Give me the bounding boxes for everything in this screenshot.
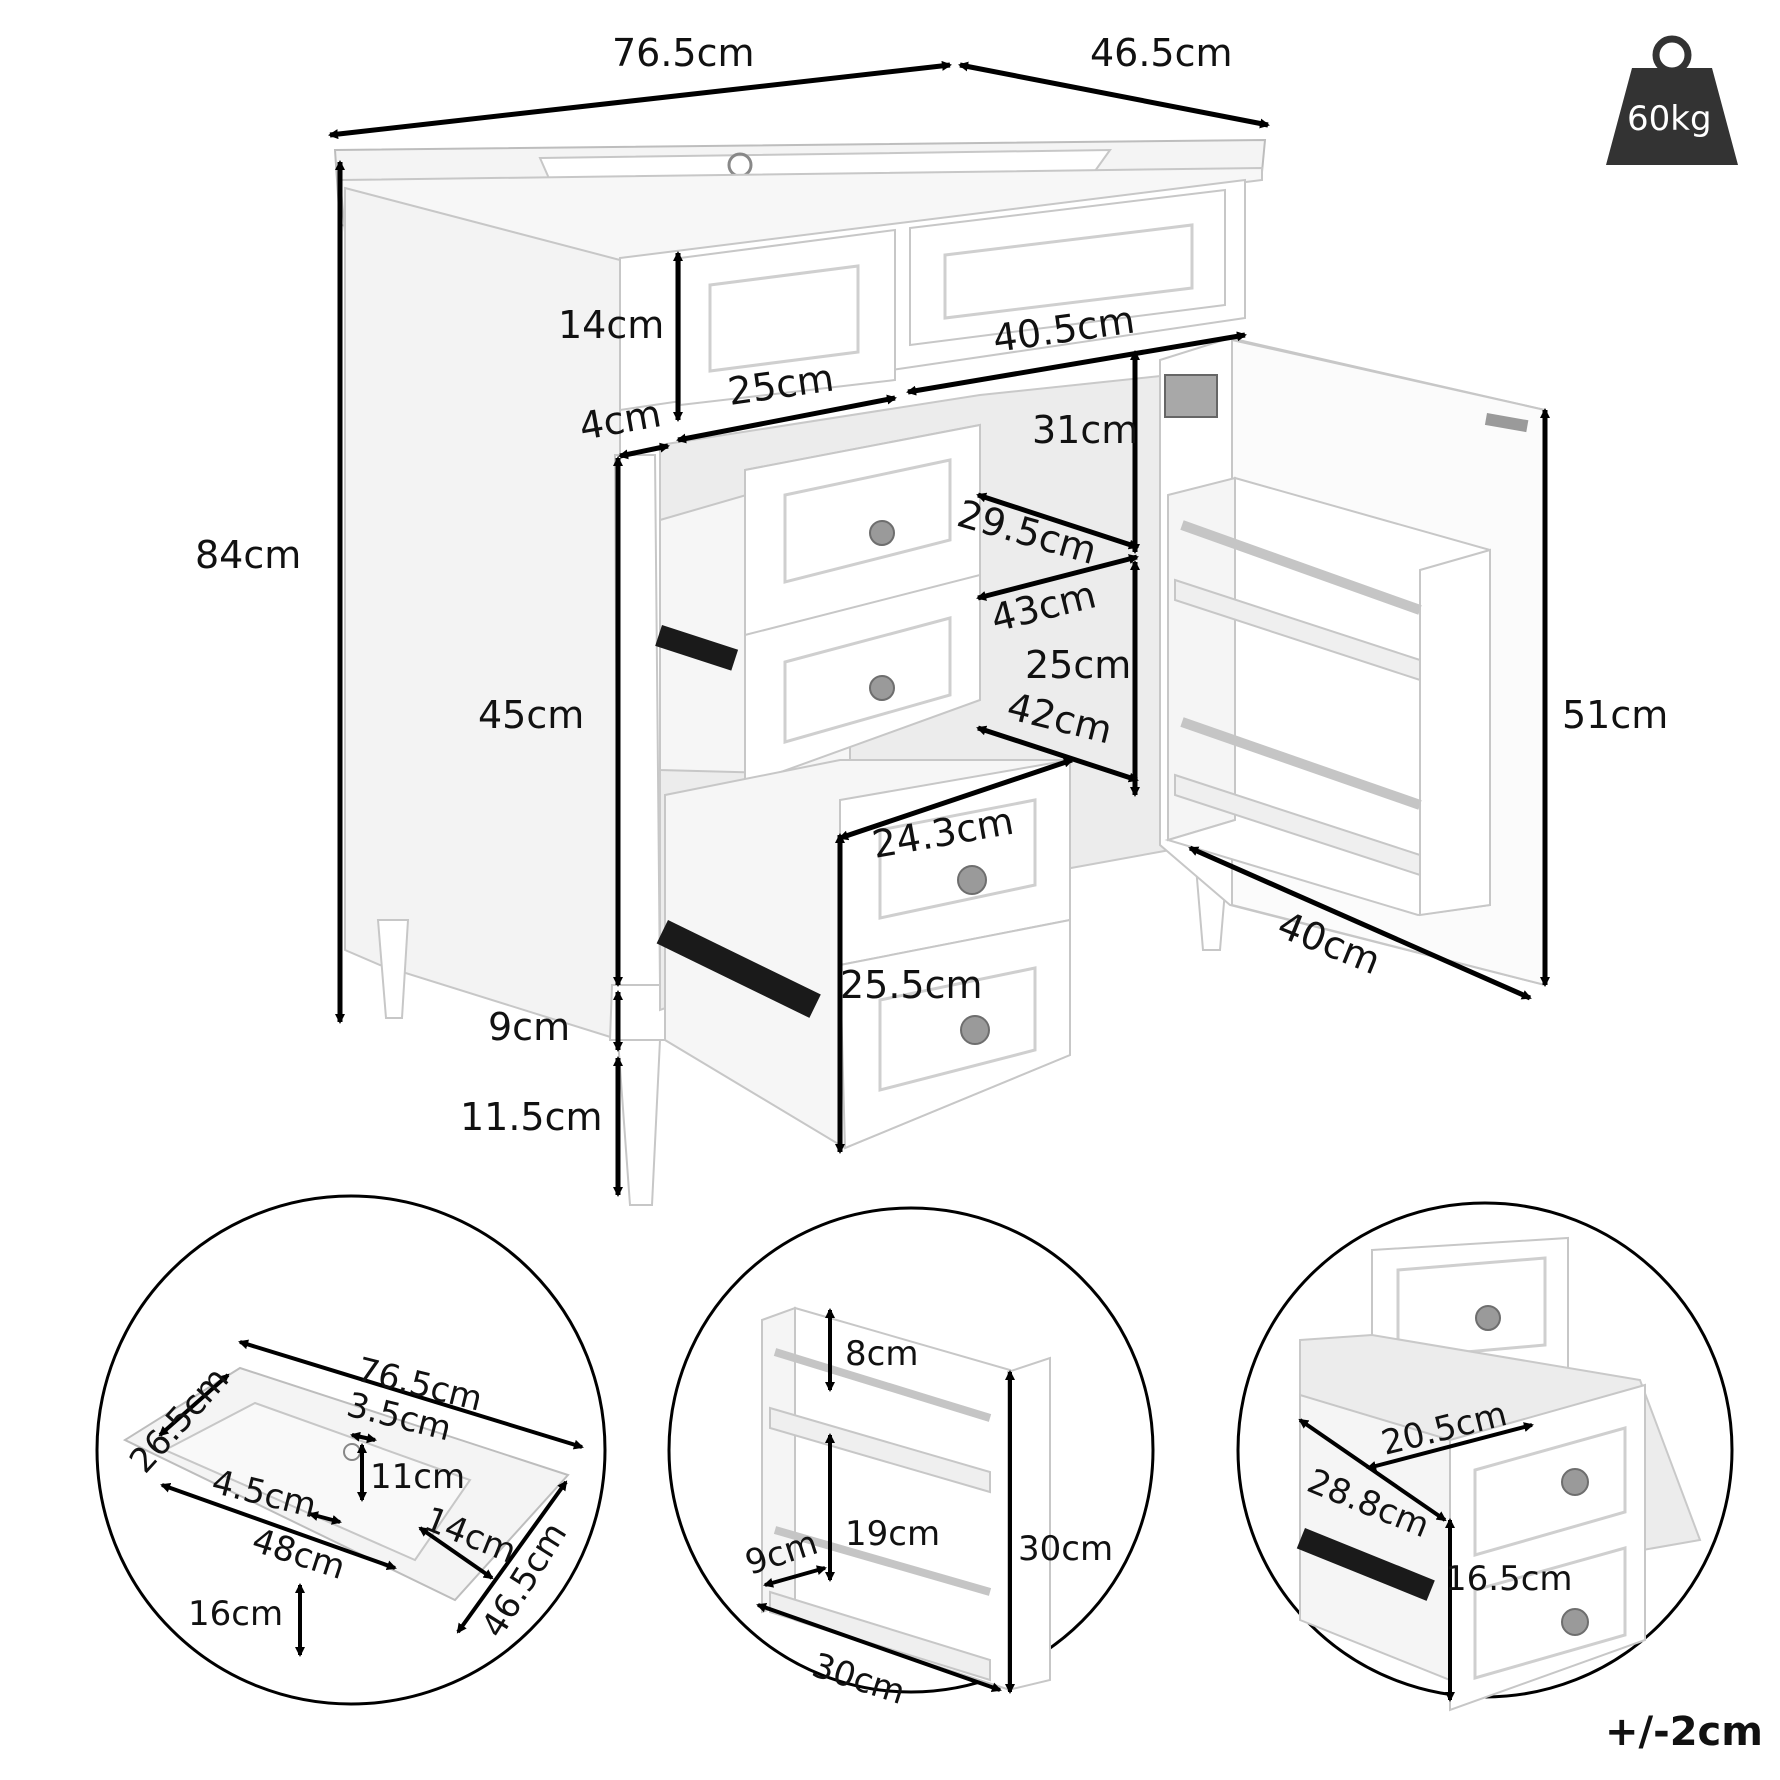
side-body-height-label: 45cm: [478, 693, 584, 737]
rack-detail-circle: 8cm 19cm 30cm 9cm 30cm: [667, 1206, 1155, 1713]
drain-height-label: 16cm: [188, 1594, 283, 1634]
vanity-cabinet-illustration: [333, 138, 1546, 1206]
cabinet-upper-height-label: 31cm: [1032, 408, 1138, 452]
rack-shelf-gap-label: 19cm: [845, 1514, 940, 1554]
rack-height-label: 30cm: [1018, 1529, 1113, 1569]
top-drawer-height-label: 14cm: [558, 303, 664, 347]
weight-icon: 60kg: [1606, 35, 1738, 165]
tolerance-label: +/-2cm: [1605, 1709, 1763, 1755]
leg-height-label: 11.5cm: [460, 1095, 603, 1139]
top-depth-label: 46.5cm: [1090, 31, 1233, 75]
drawer-height-label: 25.5cm: [840, 963, 983, 1007]
cabinet-lower-height-label: 25cm: [1025, 643, 1131, 687]
basin-detail-circle: 76.5cm 26.5cm 3.5cm 11cm 4.5cm 48cm 14cm…: [95, 1194, 607, 1706]
drawer-detail-height-label: 16.5cm: [1445, 1559, 1573, 1599]
top-width-label: 76.5cm: [612, 31, 755, 75]
basin-depth-label: 11cm: [370, 1457, 465, 1497]
main-dimension-arrows: [328, 60, 1550, 1197]
door-height-label: 51cm: [1562, 693, 1668, 737]
rack-top-gap-label: 8cm: [845, 1334, 918, 1374]
weight-label: 60kg: [1627, 99, 1712, 139]
total-height-label: 84cm: [195, 533, 301, 577]
plinth-height-label: 9cm: [488, 1005, 570, 1049]
drawer-detail-circle: 20.5cm 28.8cm 16.5cm: [1236, 1201, 1734, 1712]
